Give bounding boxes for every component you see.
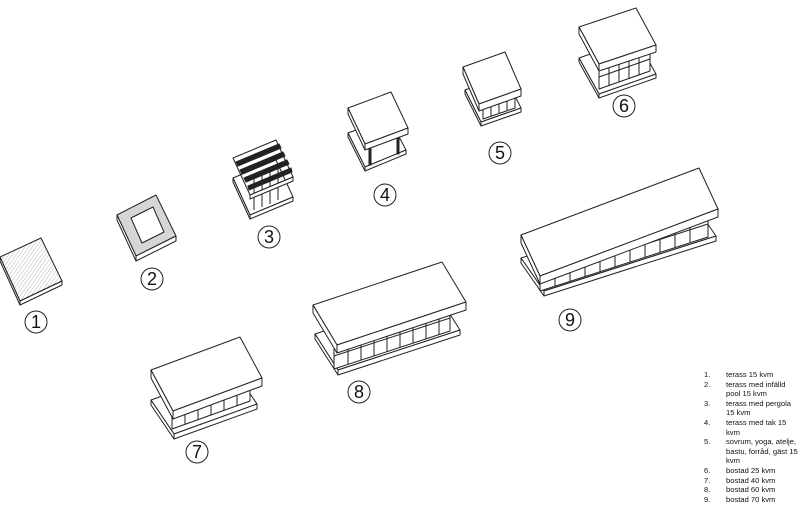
module-7-dwelling — [150, 336, 263, 440]
legend-item-number: 5. — [704, 437, 711, 447]
legend: 1. terass 15 kvm 2. terass med infälld pool… — [704, 370, 800, 504]
module-2-pool-terrace — [116, 194, 177, 262]
label-3: 3 — [257, 225, 281, 249]
svg-text:7: 7 — [192, 442, 202, 462]
module-4-roofed-terrace — [347, 91, 409, 172]
legend-item-text: sovrum, yoga, atelje, bastu, forråd, gäs… — [726, 437, 798, 466]
legend-item-text: terass med tak 15 kvm — [726, 417, 787, 437]
module-1-terrace — [0, 237, 63, 306]
legend-item-number: 1. — [704, 370, 711, 379]
legend-item-text: bostad 70 kvm — [726, 494, 776, 504]
legend-item-text: bostad 40 kvm — [726, 475, 776, 485]
legend-item-number: 9. — [704, 494, 711, 504]
svg-text:5: 5 — [495, 143, 505, 163]
label-4: 4 — [373, 183, 397, 207]
legend-item-number: 2. — [704, 379, 711, 389]
svg-text:9: 9 — [565, 310, 575, 330]
label-7: 7 — [185, 440, 209, 464]
module-6-dwelling — [578, 7, 657, 99]
svg-text:6: 6 — [619, 96, 629, 116]
legend-item-text: bostad 25 kvm — [726, 465, 776, 475]
label-6: 6 — [612, 94, 636, 118]
legend-item-number: 6. — [704, 465, 711, 475]
label-8: 8 — [347, 380, 371, 404]
module-5-room — [462, 51, 522, 127]
legend-item: 9. bostad 70 kvm — [704, 495, 800, 505]
svg-text:2: 2 — [147, 269, 157, 289]
legend-item: 3. terass med pergola 15 kvm — [704, 399, 800, 418]
legend-item: 5. sovrum, yoga, atelje, bastu, forråd, g… — [704, 437, 800, 466]
legend-item-number: 7. — [704, 475, 711, 485]
svg-text:8: 8 — [354, 382, 364, 402]
legend-item: 2. terass med infälld pool 15 kvm — [704, 380, 800, 399]
module-8-dwelling — [312, 261, 467, 376]
legend-item-number: 4. — [704, 417, 711, 427]
legend-item: 1. terass 15 kvm — [704, 370, 800, 380]
label-1: 1 — [24, 310, 48, 334]
legend-item-number: 3. — [704, 398, 711, 408]
module-3-pergola-terrace — [232, 139, 294, 220]
svg-text:3: 3 — [264, 227, 274, 247]
legend-item-text: terass med infälld pool 15 kvm — [726, 379, 786, 399]
legend-item-text: terass med pergola 15 kvm — [726, 398, 792, 418]
legend-item-text: terass 15 kvm — [726, 370, 774, 379]
label-2: 2 — [140, 267, 164, 291]
legend-item-number: 8. — [704, 485, 711, 495]
svg-text:4: 4 — [380, 185, 390, 205]
legend-item: 4. terass med tak 15 kvm — [704, 418, 800, 437]
legend-item: 8. bostad 60 kvm — [704, 485, 800, 495]
legend-item-text: bostad 60 kvm — [726, 485, 776, 495]
svg-text:1: 1 — [31, 312, 41, 332]
label-9: 9 — [558, 308, 582, 332]
label-5: 5 — [488, 141, 512, 165]
module-9-dwelling — [520, 167, 719, 297]
legend-item: 6. bostad 25 kvm — [704, 466, 800, 476]
legend-item: 7. bostad 40 kvm — [704, 476, 800, 486]
